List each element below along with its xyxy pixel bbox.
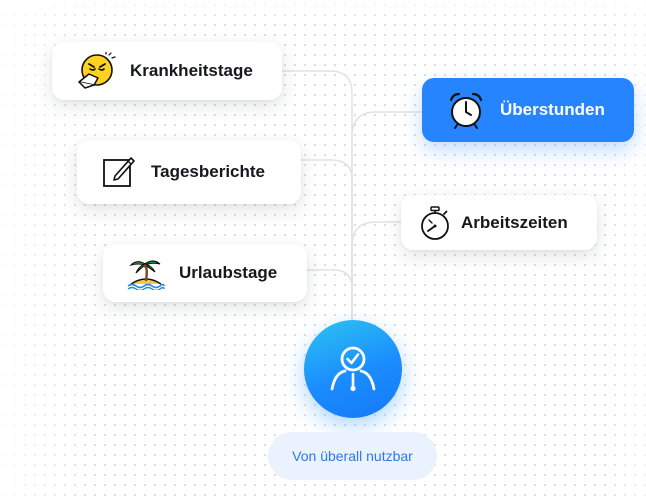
- hub-button[interactable]: [304, 320, 402, 418]
- card-tagesberichte[interactable]: Tagesberichte: [77, 140, 301, 204]
- card-label: Tagesberichte: [151, 162, 266, 181]
- sneezing-face-icon: [76, 52, 116, 90]
- edit-note-icon: [101, 154, 137, 190]
- footer-label: Von überall nutzbar: [292, 448, 413, 464]
- card-label: Überstunden: [500, 100, 605, 119]
- connector-arbeitszeiten: [351, 221, 402, 341]
- card-ueberstunden[interactable]: Überstunden: [422, 78, 634, 142]
- card-krankheitstage[interactable]: Krankheitstage: [52, 42, 282, 100]
- connector-tagesberichte: [300, 159, 353, 341]
- connector-ueberstunden: [351, 111, 423, 341]
- card-label: Urlaubstage: [179, 263, 278, 282]
- footer-pill: Von überall nutzbar: [268, 432, 437, 480]
- card-label: Arbeitszeiten: [461, 212, 568, 232]
- palm-island-icon: [127, 256, 165, 290]
- card-label: Krankheitstage: [130, 61, 253, 80]
- user-check-clock-icon: [323, 339, 383, 399]
- stopwatch-icon: [417, 204, 453, 242]
- card-arbeitszeiten[interactable]: Arbeitszeiten: [401, 195, 597, 250]
- connector-krankheitstage: [281, 70, 353, 341]
- alarm-clock-icon: [448, 91, 484, 129]
- card-urlaubstage[interactable]: Urlaubstage: [103, 244, 307, 302]
